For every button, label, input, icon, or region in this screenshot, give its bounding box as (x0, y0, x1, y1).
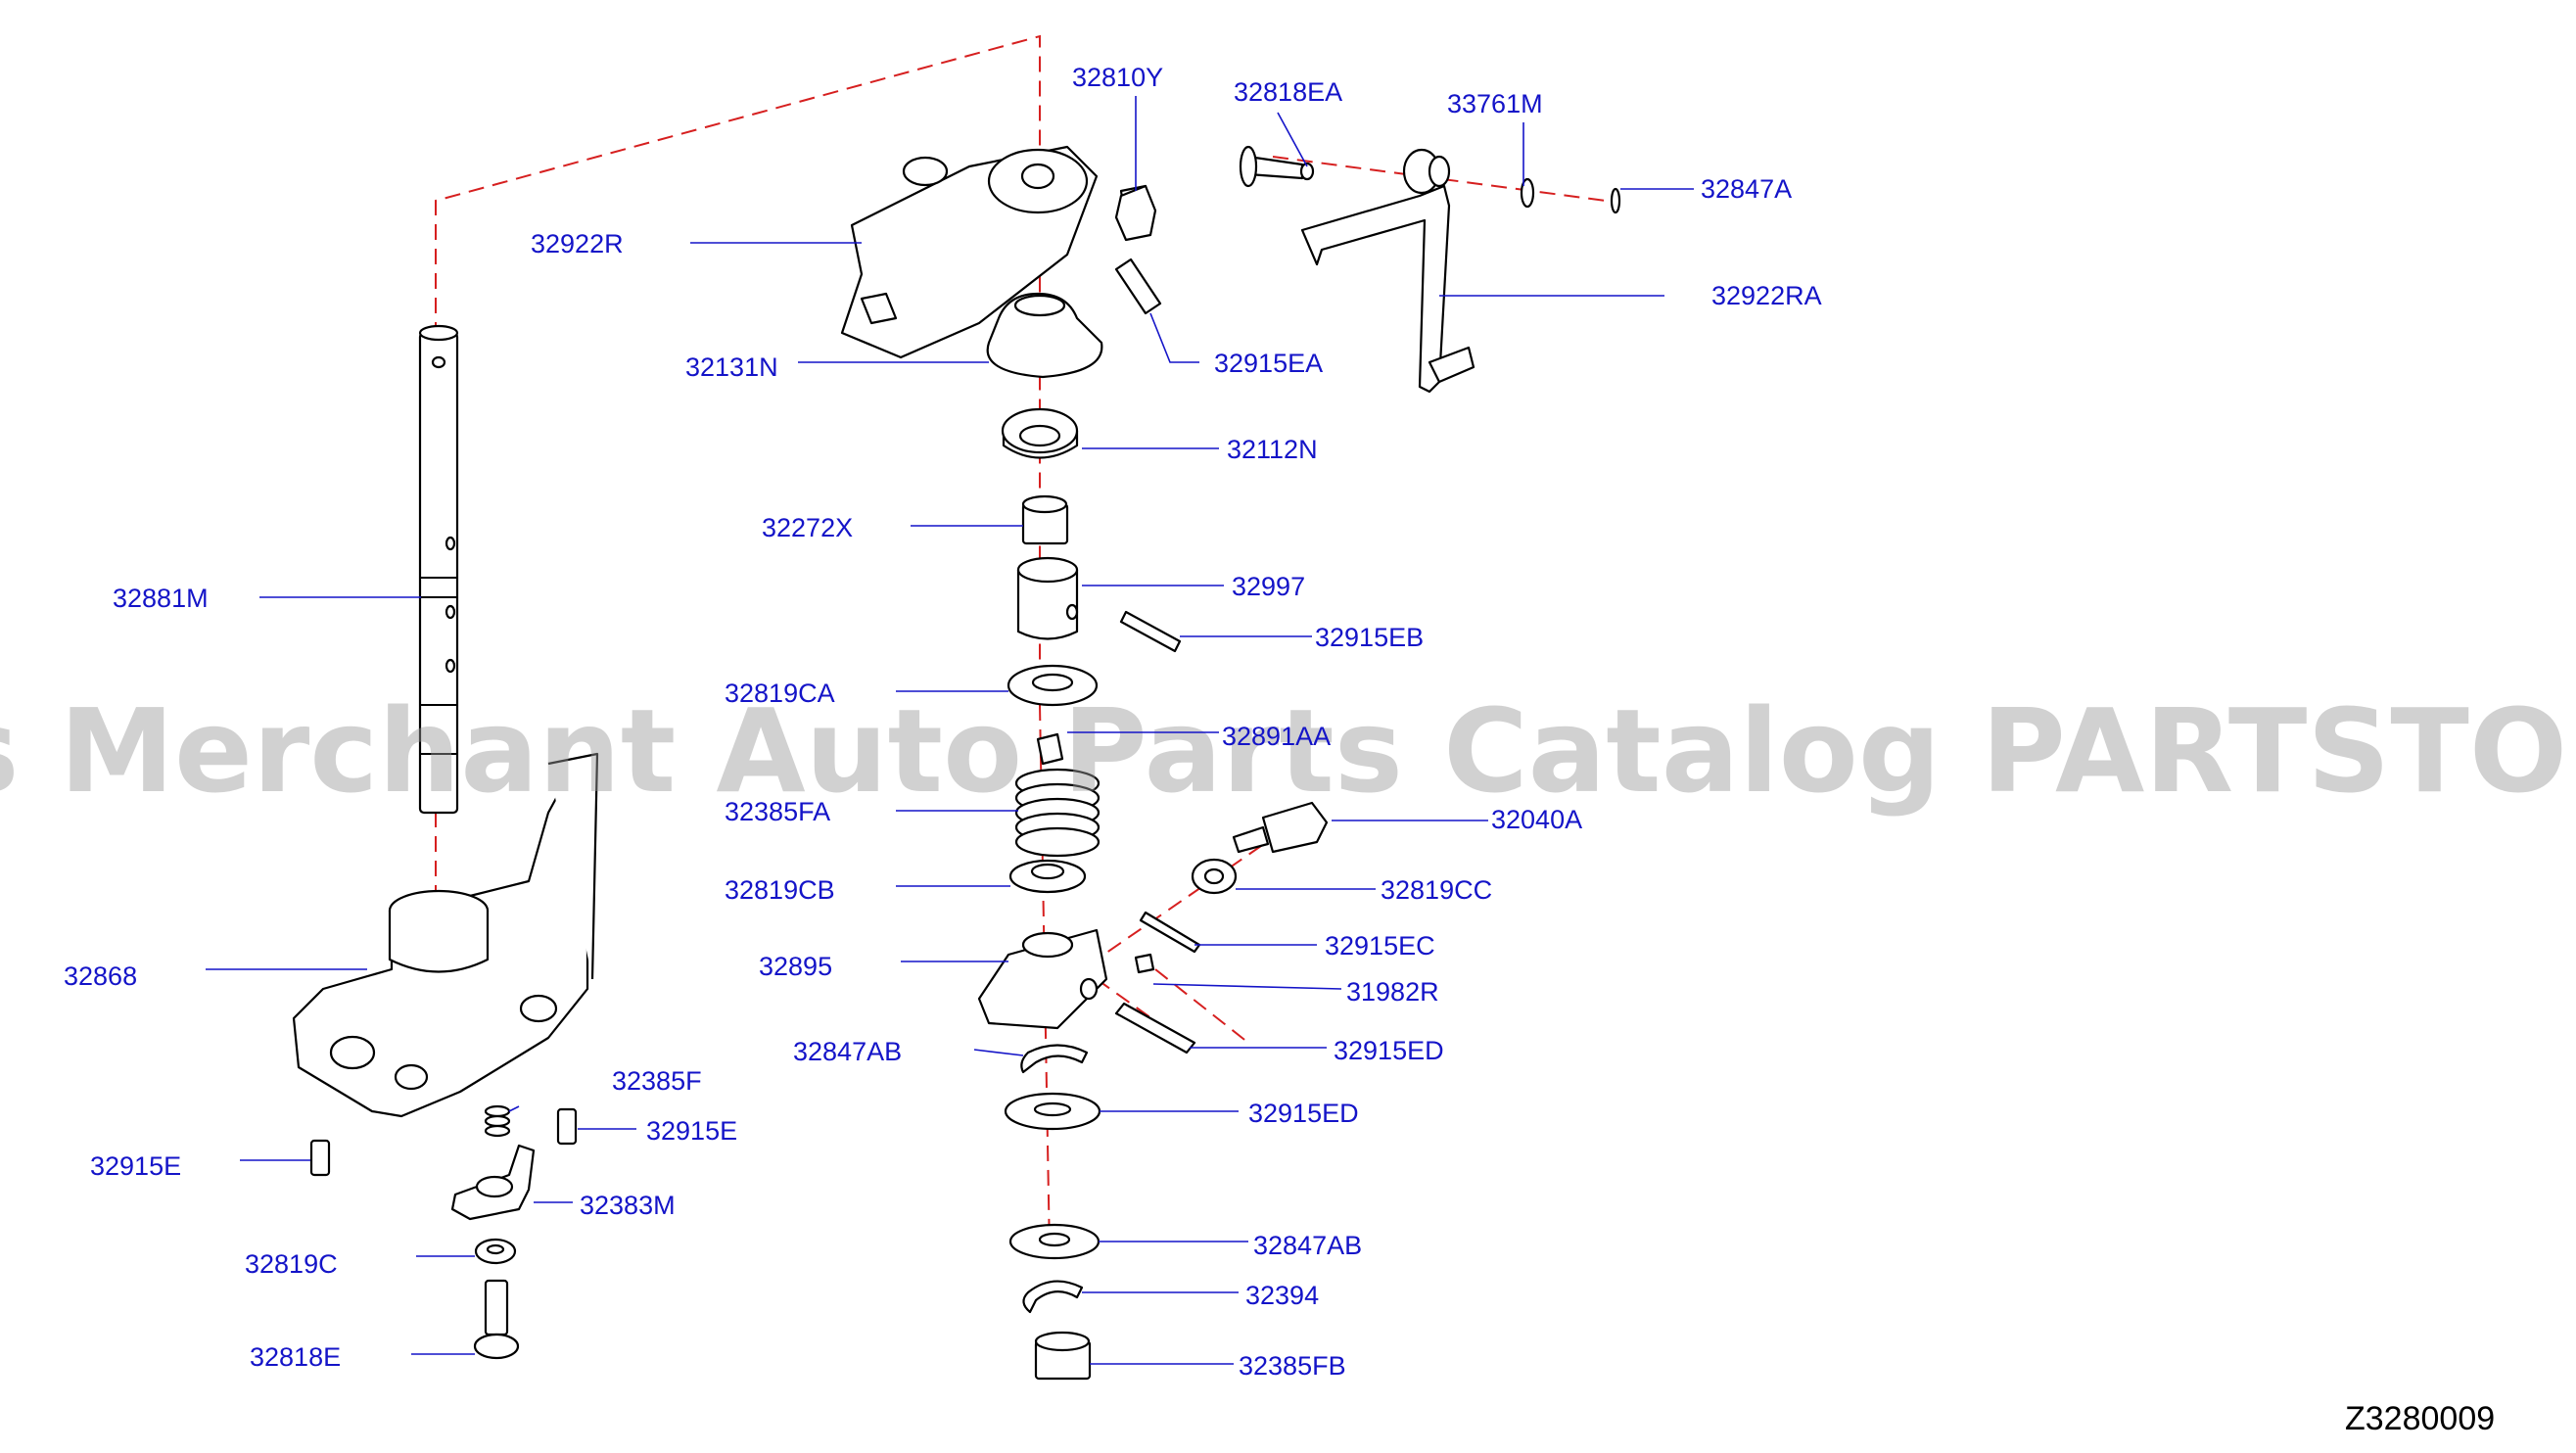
part-label-33761M[interactable]: 33761M (1447, 89, 1543, 118)
selector-32895-drawing (977, 928, 1108, 1030)
part-label-32818E[interactable]: 32818E (250, 1342, 341, 1372)
pin-32818E-drawing (473, 1279, 520, 1360)
washer-32847AB-drawing (1008, 1223, 1101, 1260)
collar-32997-drawing (1016, 556, 1079, 640)
pin-32915E-left-drawing (309, 1139, 331, 1177)
part-label-31982R[interactable]: 31982R (1346, 977, 1439, 1007)
part-label-32385FB[interactable]: 32385FB (1239, 1351, 1346, 1381)
part-label-32915E-left[interactable]: 32915E (90, 1151, 181, 1181)
pin-32915ED-drawing (1114, 1002, 1196, 1055)
part-label-32847A[interactable]: 32847A (1701, 174, 1792, 204)
part-label-32272X[interactable]: 32272X (762, 513, 853, 542)
boot-32131N-drawing (986, 292, 1103, 379)
bearing-32272X-drawing (1021, 494, 1069, 545)
part-labels: 32810Y 32818EA 33761M 32847A 32922R 3292… (64, 63, 1822, 1381)
part-label-32819CB[interactable]: 32819CB (725, 875, 835, 905)
part-label-32040A[interactable]: 32040A (1491, 805, 1582, 834)
part-label-32881M[interactable]: 32881M (113, 584, 209, 613)
part-label-32891AA[interactable]: 32891AA (1222, 722, 1331, 751)
part-label-32810Y[interactable]: 32810Y (1072, 63, 1163, 92)
seat-32819CB-drawing (1008, 859, 1087, 894)
part-label-32819CC[interactable]: 32819CC (1381, 875, 1492, 905)
washer-32819C-drawing (474, 1238, 517, 1265)
part-label-32915EB[interactable]: 32915EB (1315, 623, 1424, 652)
pin-32915EA-drawing (1114, 258, 1162, 315)
part-label-32847AB-clip[interactable]: 32847AB (793, 1037, 902, 1066)
seat-32819CA-drawing (1007, 664, 1099, 707)
part-31982R-drawing (1134, 953, 1155, 974)
bearing-32385FB-drawing (1034, 1331, 1092, 1381)
part-label-32915EA[interactable]: 32915EA (1214, 349, 1323, 378)
clip-32394-drawing (1022, 1280, 1084, 1314)
leader-lines (206, 96, 1694, 1365)
washer-32915ED-drawing (1004, 1092, 1101, 1131)
plug-32040A-drawing (1232, 801, 1329, 854)
part-label-32818EA[interactable]: 32818EA (1234, 77, 1342, 107)
lever-32922RA-drawing (1300, 148, 1475, 394)
diagram-code: Z3280009 (2345, 1400, 2495, 1437)
part-label-32915ED-washer[interactable]: 32915ED (1248, 1099, 1359, 1128)
part-label-32997[interactable]: 32997 (1232, 572, 1305, 601)
washer-32819CC-drawing (1191, 858, 1238, 895)
pin-32915EC-drawing (1139, 911, 1201, 954)
spring-32385FA-drawing (1014, 768, 1101, 858)
part-label-32868[interactable]: 32868 (64, 961, 137, 991)
bushing-32112N-drawing (1001, 407, 1079, 459)
part-label-32131N[interactable]: 32131N (685, 352, 778, 382)
part-label-32112N[interactable]: 32112N (1227, 435, 1318, 464)
part-32891AA-drawing (1036, 732, 1064, 766)
part-label-32819C[interactable]: 32819C (245, 1249, 338, 1279)
part-label-32915E-right[interactable]: 32915E (646, 1116, 737, 1146)
part-label-32895[interactable]: 32895 (759, 952, 832, 981)
part-label-32922R[interactable]: 32922R (531, 229, 624, 258)
part-label-32915ED-pin[interactable]: 32915ED (1334, 1036, 1444, 1065)
part-label-32385FA[interactable]: 32385FA (725, 797, 830, 826)
pin-32915EB-drawing (1119, 610, 1182, 653)
part-label-32385F[interactable]: 32385F (612, 1066, 702, 1096)
part-label-32819CA[interactable]: 32819CA (725, 679, 835, 708)
part-label-32922RA[interactable]: 32922RA (1711, 281, 1822, 310)
spring-32385F-drawing (484, 1104, 511, 1138)
part-label-32383M[interactable]: 32383M (580, 1191, 676, 1220)
pin-32915E-right-drawing (556, 1107, 578, 1146)
watermark-text: Offers Merchant Auto Parts Catalog PARTS… (0, 683, 2576, 819)
housing-32868-drawing (292, 752, 599, 1118)
part-label-32394[interactable]: 32394 (1245, 1281, 1319, 1310)
pin-32818EA-drawing (1239, 145, 1315, 188)
clip-32847AB-drawing (1020, 1044, 1089, 1074)
washer-33761M-drawing (1520, 177, 1535, 209)
part-label-32847AB-washer[interactable]: 32847AB (1253, 1231, 1362, 1260)
nut-32810Y-drawing (1114, 184, 1157, 242)
lever-32383M-drawing (450, 1144, 536, 1221)
lever-32922R-drawing (840, 145, 1152, 359)
part-label-32915EC[interactable]: 32915EC (1325, 931, 1435, 961)
clip-32847A-drawing (1610, 187, 1621, 214)
shaft-32881M-drawing (418, 324, 459, 815)
